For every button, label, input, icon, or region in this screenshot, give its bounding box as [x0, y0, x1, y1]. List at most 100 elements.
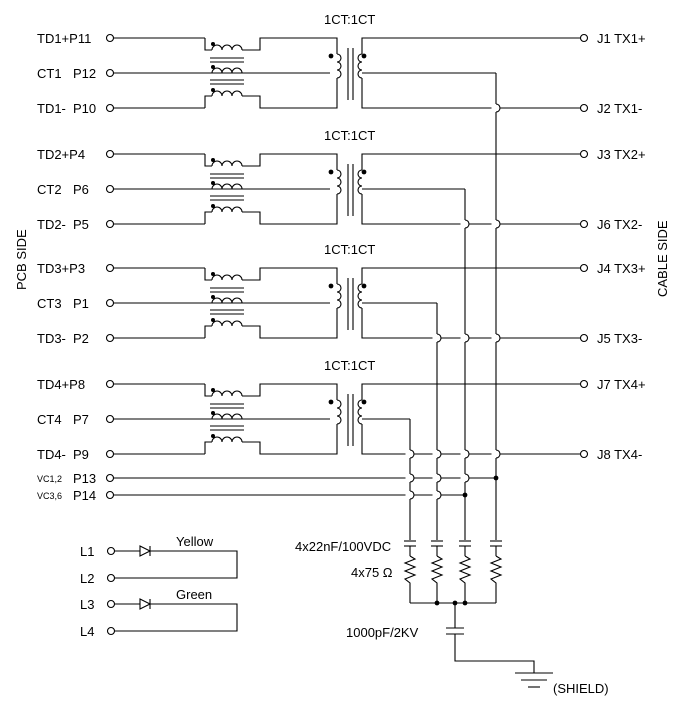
choke-lead	[242, 267, 330, 281]
diode-triangle	[139, 598, 152, 610]
led-cathode-pin	[106, 626, 116, 636]
choke-lead	[242, 325, 330, 339]
j-plus-pin	[579, 263, 589, 273]
choke-polarity-dot	[211, 318, 215, 322]
bus-junction	[434, 600, 440, 606]
choke-polarity-dot	[211, 411, 215, 415]
ground-lead	[454, 634, 535, 673]
led-cathode-label: L4	[80, 624, 94, 639]
hop-arc	[495, 449, 501, 459]
choke-lead	[204, 38, 212, 51]
td-plus-pin	[105, 263, 115, 273]
td-plus-pin	[105, 33, 115, 43]
hop-mask	[460, 334, 470, 342]
choke-polarity-dot	[211, 65, 215, 69]
choke-lead	[242, 441, 330, 455]
choke-lead	[242, 383, 330, 397]
choke-lead	[242, 95, 330, 109]
hop-mask	[405, 450, 415, 458]
termination-rails	[405, 73, 501, 540]
td-plus-pin	[105, 149, 115, 159]
td-plus-label: TD2+P4	[37, 147, 85, 162]
ratio-label: 1CT:1CT	[324, 358, 375, 373]
resistor-zigzag	[458, 555, 472, 603]
ct-label: CT3	[37, 296, 62, 311]
choke-winding-mid	[211, 183, 243, 190]
j-plus-label: J7 TX4+	[597, 377, 646, 392]
hop-arc	[436, 490, 442, 500]
choke-polarity-dot	[211, 434, 215, 438]
xfmr-lead	[361, 383, 371, 400]
choke-winding-bottom	[211, 90, 243, 97]
capacitor-label: 4x22nF/100VDC	[295, 539, 391, 554]
diode-triangle	[139, 545, 152, 557]
hop-arc	[464, 449, 470, 459]
hop-mask	[460, 220, 470, 228]
xfmr-polarity-dot	[361, 283, 367, 289]
tx-minus-wire	[361, 218, 580, 225]
xfmr-primary	[336, 399, 342, 425]
choke-lead	[204, 384, 212, 397]
choke-lead	[204, 441, 212, 454]
td-minus-label: TD1-	[37, 101, 66, 116]
td-minus-pin	[105, 333, 115, 343]
hop-mask	[405, 474, 415, 482]
wire	[115, 550, 238, 579]
td-minus-pin-label: P10	[73, 101, 96, 116]
tx-minus-wire	[361, 102, 580, 109]
xfmr-lead	[330, 208, 338, 225]
vc-rails: VC1,2 P13 VC3,6 P14	[37, 471, 115, 503]
hop-arc	[409, 473, 415, 483]
cable-side-label: CABLE SIDE	[655, 220, 670, 297]
choke-winding-top	[211, 160, 243, 167]
hop-arc	[409, 449, 415, 459]
xfmr-polarity-dot	[328, 53, 334, 59]
hop-arc	[495, 219, 501, 229]
ct-pin	[105, 184, 115, 194]
xfmr-primary	[336, 283, 342, 309]
xfmr-lead	[330, 153, 338, 170]
td-plus-label: TD3+P3	[37, 261, 85, 276]
xfmr-polarity-dot	[361, 399, 367, 405]
vc12-pin-label: P13	[73, 471, 96, 486]
resistor-zigzag	[403, 555, 417, 603]
ct-pin	[105, 414, 115, 424]
choke-polarity-dot	[211, 158, 215, 162]
choke-lead	[242, 211, 330, 225]
hop-arc	[409, 490, 415, 500]
choke-winding-mid	[211, 67, 243, 74]
vc-rail-wires	[114, 473, 499, 500]
j-plus-pin	[579, 379, 589, 389]
choke-lead	[204, 95, 212, 108]
led-anode-label: L3	[80, 597, 94, 612]
j-plus-label: J4 TX3+	[597, 261, 646, 276]
choke-winding-top	[211, 390, 243, 397]
led-color-label: Green	[176, 587, 212, 602]
xfmr-lead	[361, 153, 371, 170]
j-minus-pin	[579, 449, 589, 459]
ratio-label: 1CT:1CT	[324, 12, 375, 27]
ct-pin	[105, 298, 115, 308]
choke-lead	[204, 268, 212, 281]
choke-winding-top	[211, 44, 243, 51]
hop-mask	[491, 334, 501, 342]
hop-mask	[432, 450, 442, 458]
choke-winding-top	[211, 274, 243, 281]
ct-pin-label: P12	[73, 66, 96, 81]
j-minus-pin	[579, 103, 589, 113]
hop-arc	[495, 333, 501, 343]
tx-minus-wire	[361, 448, 580, 455]
xfmr-primary	[336, 169, 342, 195]
led-anode-pin	[106, 546, 116, 556]
tx-minus-wire	[361, 332, 580, 339]
xfmr-lead	[330, 92, 338, 109]
termination-network: 4x22nF/100VDC 4x75 Ω 1000pF/2KV (SHIELD)	[295, 539, 609, 696]
wire	[115, 603, 238, 632]
hop-arc	[464, 219, 470, 229]
resistor-label: 4x75 Ω	[351, 565, 393, 580]
xfmr-lead	[330, 37, 338, 54]
j-minus-label: J8 TX4-	[597, 447, 642, 462]
hop-arc	[464, 473, 470, 483]
choke-winding-mid	[211, 413, 243, 420]
